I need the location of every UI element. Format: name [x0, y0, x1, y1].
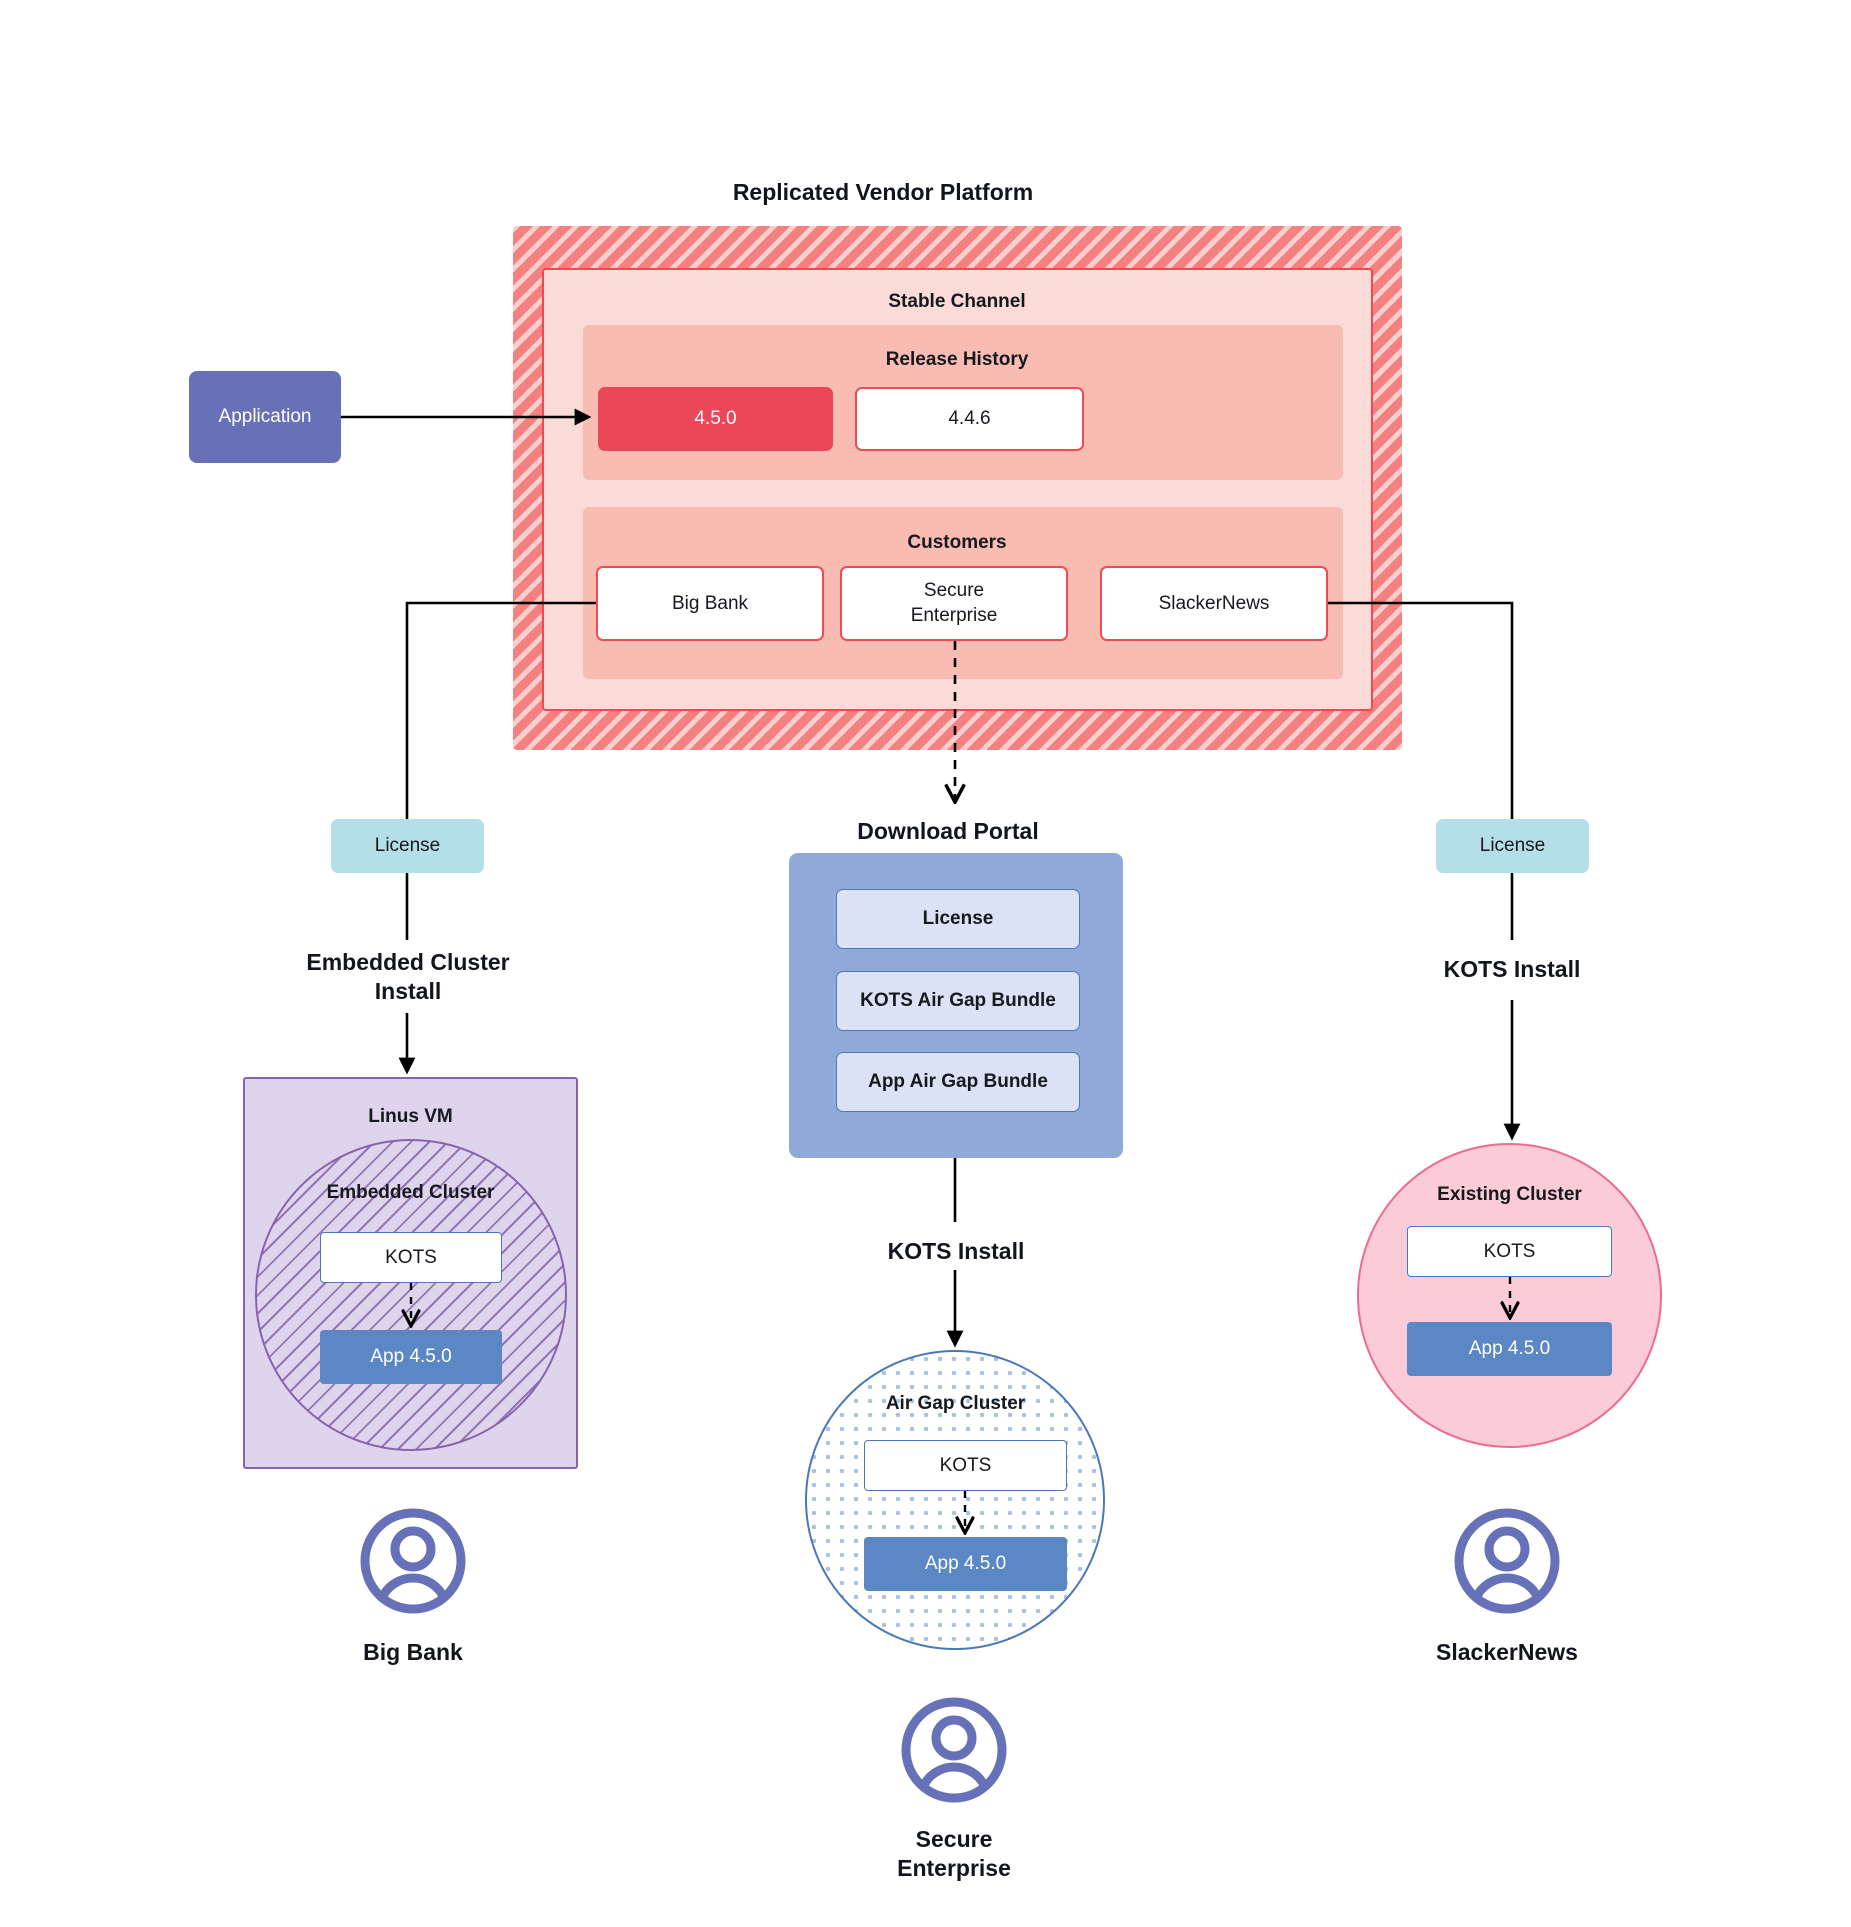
stable-channel-label: Stable Channel: [888, 291, 1026, 312]
linux-vm-label: Linus VM: [368, 1106, 453, 1127]
left-kots-node[interactable]: KOTS: [320, 1232, 502, 1283]
page-title: Replicated Vendor Platform: [732, 179, 1034, 205]
release-item-current[interactable]: 4.5.0: [598, 387, 833, 451]
release-version-label: 4.5.0: [694, 408, 737, 429]
app-version-label: App 4.5.0: [370, 1346, 452, 1367]
center-kots-node[interactable]: KOTS: [864, 1440, 1067, 1491]
left-license-chip[interactable]: License: [331, 819, 484, 873]
customers-label: Customers: [907, 532, 1007, 553]
customer-name-label: Big Bank: [671, 592, 749, 614]
slackernews-person-label: SlackerNews: [1436, 1639, 1578, 1665]
license-label: License: [1479, 835, 1546, 856]
application-label: Application: [218, 406, 312, 427]
customer-item-slackernews[interactable]: SlackerNews: [1100, 566, 1328, 641]
portal-item-kots-air-gap-bundle[interactable]: KOTS Air Gap Bundle: [836, 971, 1080, 1031]
embedded-cluster-install-label: Embedded Cluster Install: [306, 949, 510, 1005]
application-node[interactable]: Application: [189, 371, 341, 463]
center-app-node[interactable]: App 4.5.0: [864, 1537, 1067, 1591]
right-kots-node[interactable]: KOTS: [1407, 1226, 1612, 1277]
kots-label: KOTS: [1483, 1240, 1536, 1262]
person-icon: [1454, 1508, 1560, 1614]
portal-item-label: KOTS Air Gap Bundle: [860, 990, 1056, 1011]
embedded-cluster-label: Embedded Cluster: [326, 1182, 495, 1203]
person-icon: [360, 1508, 466, 1614]
kots-label: KOTS: [385, 1246, 437, 1268]
customer-item-secure-enterprise[interactable]: Secure Enterprise: [840, 566, 1068, 641]
customer-name-label: Secure Enterprise: [910, 579, 998, 626]
secure-enterprise-person-label: Secure Enterprise: [897, 1826, 1011, 1882]
right-app-node[interactable]: App 4.5.0: [1407, 1322, 1612, 1376]
release-history-label: Release History: [885, 349, 1029, 370]
release-version-label: 4.4.6: [948, 408, 991, 429]
slackernews-avatar: [1454, 1508, 1560, 1614]
portal-item-license[interactable]: License: [836, 889, 1080, 949]
embedded-cluster-circle: [255, 1139, 567, 1451]
big-bank-person-label: Big Bank: [363, 1639, 463, 1665]
portal-item-label: App Air Gap Bundle: [868, 1071, 1048, 1092]
app-version-label: App 4.5.0: [1468, 1338, 1551, 1359]
big-bank-avatar: [360, 1508, 466, 1614]
kots-label: KOTS: [939, 1454, 992, 1476]
right-kots-install-label: KOTS Install: [1443, 956, 1581, 982]
left-app-node[interactable]: App 4.5.0: [320, 1330, 502, 1384]
secure-enterprise-avatar: [901, 1697, 1007, 1803]
right-license-chip[interactable]: License: [1436, 819, 1589, 873]
customer-item-big-bank[interactable]: Big Bank: [596, 566, 824, 641]
release-item-previous[interactable]: 4.4.6: [855, 387, 1084, 451]
air-gap-cluster-circle: [805, 1350, 1105, 1650]
license-label: License: [374, 835, 441, 856]
person-icon: [901, 1697, 1007, 1803]
app-version-label: App 4.5.0: [924, 1553, 1007, 1574]
existing-cluster-label: Existing Cluster: [1437, 1184, 1582, 1205]
air-gap-cluster-label: Air Gap Cluster: [885, 1393, 1026, 1414]
download-portal-title: Download Portal: [857, 818, 1039, 844]
portal-item-label: License: [922, 908, 994, 929]
portal-item-app-air-gap-bundle[interactable]: App Air Gap Bundle: [836, 1052, 1080, 1112]
center-kots-install-label: KOTS Install: [887, 1238, 1025, 1264]
customer-name-label: SlackerNews: [1158, 592, 1270, 614]
